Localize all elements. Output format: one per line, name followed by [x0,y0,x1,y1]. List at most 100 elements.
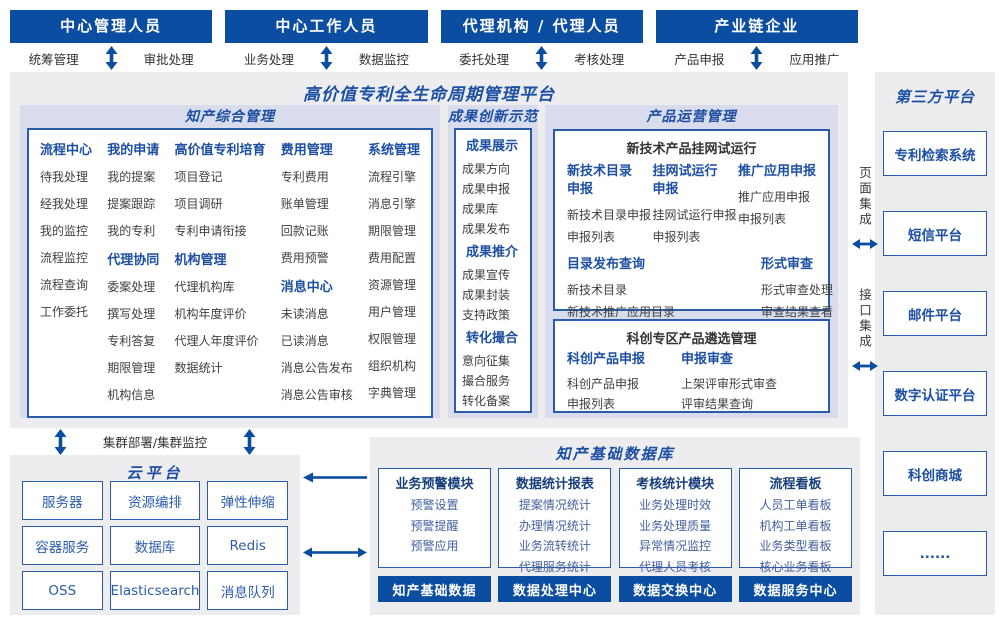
api-integration-label: 接口集成 [857,288,872,350]
menu-group-title: 新技术目录 申报 [567,164,633,197]
menu-item: 评审结果查询 [681,397,754,411]
menu-group: 科创产品申报 科创产品申报申报列表 [567,351,645,414]
third-party-item: 专利检索系统 [883,131,987,176]
menu-item: 项目调研 [174,197,223,211]
role-label-left: 业务处理 [243,51,294,67]
menu-group: 转化撮合 意向征集撮合服务转化备案 [462,327,530,411]
menu-item: 未读消息 [280,307,329,321]
menu-item: 项目登记 [174,170,223,184]
data-module-item: 预警提醒 [410,518,459,533]
menu-item: 我的监控 [40,224,89,238]
cloud-service-item: Redis [207,526,288,565]
menu-item: 组织机构 [367,359,416,373]
menu-item: 专利费用 [280,170,329,184]
menu-items: 专利费用账单管理回款记账费用预警 [281,164,353,272]
menu-item: 资源管理 [367,278,416,292]
data-module-item: 代理人员考核 [639,559,712,574]
menu-group: 消息中心 未读消息已读消息消息公告发布消息公告审核 [281,272,353,409]
platform-panel: 高价值专利全生命周期管理平台 知产综合管理 流程中心 待我处理经我处理我的监控流… [10,72,848,428]
menu-group-title: 成果展示 [466,139,519,154]
menu-item: 代理机构库 [174,280,235,294]
page-integration-label: 页面集成 [857,166,872,228]
menu-group-title: 转化撮合 [466,331,519,346]
menu-items: 新技术目录申报申报列表 [567,204,651,248]
menu-group-title: 消息中心 [280,280,333,295]
actor-title: 中心工作人员 [225,10,428,43]
third-party-item: 数字认证平台 [883,371,987,416]
role-label-right: 应用推广 [789,51,840,67]
data-module-item: 业务类型看板 [759,539,832,553]
menu-group-title: 科创产品申报 [567,352,646,367]
vertical-double-arrow-icon [320,46,333,70]
data-center-bars: 知产基础数据数据处理中心数据交换中心数据服务中心 [370,568,860,602]
menu-item: 回款记账 [280,224,329,238]
data-center-panel: 知产基础数据库 业务预警模块 预警设置预警提醒预警应用 数据统计报表 提案情况统… [370,437,860,615]
menu-item: 专利申请衔接 [174,224,247,238]
menu-column: 费用管理 专利费用账单管理回款记账费用预警 消息中心 未读消息已读消息消息 [281,137,353,409]
menu-item: 审查结果查看 [761,305,834,319]
menu-items: 流程引擎消息引擎期限管理费用配置资源管理用户管理权限管理组织机构字典管理 [368,164,420,407]
menu-item: 流程引擎 [367,170,416,184]
section-title: 产品运营管理 [646,109,737,125]
horizontal-double-arrow-icon [852,239,878,249]
menu-group: 成果推介 成果宣传成果封装支持政策 [462,241,530,325]
menu-item: 申报列表 [652,230,701,244]
menu-item: 新技术推广应用目录 [567,305,676,319]
cloud-service-item: OSS [22,571,103,610]
data-module-title: 考核统计模块 [636,477,715,492]
menu-items: 挂网试运行申报申报列表 [652,204,736,248]
vertical-double-arrow-icon [243,428,256,455]
menu-item: 代理人年度评价 [174,334,259,348]
actor-row: 中心管理人员 统筹管理 审批处理 中心工作人员 业务处理 数据监控 代理机构 /… [10,10,858,73]
menu-items: 意向征集撮合服务转化备案 [462,351,530,411]
menu-item: 科创产品申报 [567,377,640,391]
section-ip-management: 知产综合管理 流程中心 待我处理经我处理我的监控流程监控流程查询工作委托 [20,105,440,418]
menu-item: 工作委托 [40,305,89,319]
actor-roles: 委托处理 考核处理 [441,43,643,73]
product-ops-inner: 新技术产品挂网试运行 新技术目录 申报 新技术目录申报申报列表 [553,128,834,414]
data-center-bar: 数据交换中心 [618,576,732,602]
menu-group: 我的申请 我的提案提案跟踪我的专利 [107,137,159,245]
data-module-item: 预警设置 [410,498,459,512]
vertical-double-arrow-icon [105,46,118,70]
ip-management-box: 流程中心 待我处理经我处理我的监控流程监控流程查询工作委托 我的申请 [27,128,433,418]
third-party-item: 短信平台 [883,211,987,256]
menu-group: 挂网试运行 申报 挂网试运行申报申报列表 [652,163,736,248]
menu-item: 待我处理 [40,170,89,184]
menu-items: 我的提案提案跟踪我的专利 [107,164,159,245]
menu-items: 代理机构库机构年度评价代理人年度评价数据统计 [174,274,265,382]
menu-group-title: 形式审查 [761,257,814,272]
role-label-left: 产品申报 [674,51,725,67]
selection-columns: 科创产品申报 科创产品申报申报列表 申报审查 上架评审形式审查评审结果查询 [555,347,828,414]
menu-group: 成果展示 成果方向成果申报成果库成果发布 [462,135,530,239]
data-module-items: 人员工单看板机构工单看板业务类型看板核心业务看板 [740,495,851,577]
menu-item: 经我处理 [40,197,89,211]
data-center-bar: 数据处理中心 [498,576,612,602]
menu-item: 申报列表 [567,230,616,244]
data-module-items: 业务处理时效业务处理质量异常情况监控代理人员考核 [620,495,731,577]
menu-group: 申报审查 上架评审形式审查评审结果查询 [681,351,777,414]
menu-item: 费用预警 [280,251,329,265]
actor-group: 代理机构 / 代理人员 委托处理 考核处理 [440,10,643,73]
actor-group: 产业链企业 产品申报 应用推广 [655,10,858,73]
menu-group: 机构管理 代理机构库机构年度评价代理人年度评价数据统计 [174,245,265,382]
role-label-right: 考核处理 [574,51,625,67]
menu-group-title: 目录发布查询 [567,257,646,272]
menu-group: 高价值专利培育 项目登记项目调研专利申请衔接 [174,137,265,245]
menu-item: 上架评审形式审查 [681,377,778,391]
menu-item: 费用配置 [367,251,416,265]
actor-title: 代理机构 / 代理人员 [440,10,643,43]
data-center-modules: 业务预警模块 预警设置预警提醒预警应用 数据统计报表 提案情况统计办理情况统计业… [370,466,860,574]
data-center-bar: 知产基础数据 [378,576,491,602]
cloud-service-item: 数据库 [109,526,201,565]
data-module-title: 数据统计报表 [515,477,594,492]
cloud-service-item: 弹性伸缩 [207,481,288,520]
menu-items: 推广应用申报申报列表 [738,186,816,230]
menu-column: 流程中心 待我处理经我处理我的监控流程监控流程查询工作委托 [40,137,92,409]
menu-item: 成果发布 [462,222,511,236]
menu-group: 系统管理 流程引擎消息引擎期限管理费用配置资源管理用户管理权限管理组织机构字典管… [368,137,420,407]
vertical-double-arrow-icon [54,428,67,455]
menu-items: 成果宣传成果封装支持政策 [462,265,530,325]
menu-item: 期限管理 [367,224,416,238]
